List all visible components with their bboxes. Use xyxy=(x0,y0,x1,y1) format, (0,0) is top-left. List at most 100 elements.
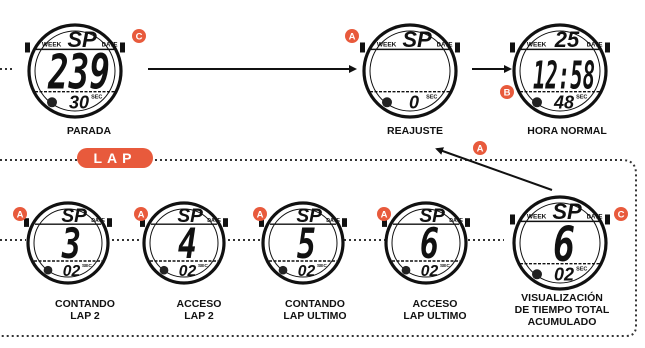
button-badge-c: C xyxy=(132,29,146,43)
button-badge-c: C xyxy=(614,207,628,221)
watch-bezel xyxy=(261,201,345,285)
label-acceso-lap2: ACCESO LAP 2 xyxy=(154,298,244,322)
stopwatch-indicator-icon xyxy=(159,265,169,275)
button-badge-circle xyxy=(473,141,487,155)
watch-top-display: SP xyxy=(296,206,322,227)
watch-top-display: SP xyxy=(61,206,87,227)
button-badge-letter: A xyxy=(477,144,484,155)
watch-side-button-right xyxy=(605,214,610,225)
button-badge-letter: B xyxy=(504,88,511,99)
sec-label: SEC xyxy=(576,267,587,273)
watch-side-button-right xyxy=(223,218,228,227)
label-contando-lap2: CONTANDO LAP 2 xyxy=(40,298,130,322)
stopwatch-indicator-icon xyxy=(43,265,53,275)
button-badge-circle xyxy=(345,29,359,43)
date-label: DATE xyxy=(587,43,603,49)
watch-top-display: SP xyxy=(402,27,432,52)
watch-inner-ring xyxy=(519,30,601,112)
lap-region-border xyxy=(0,159,637,337)
watch-sub-display: 30 xyxy=(69,93,89,113)
date-label: DATE xyxy=(91,218,105,224)
stopwatch-indicator-icon xyxy=(382,97,392,108)
label-acceso-lap-ultimo: ACCESO LAP ULTIMO xyxy=(385,298,485,322)
button-badge-letter: C xyxy=(618,210,625,221)
label-hora-normal: HORA NORMAL xyxy=(512,125,622,137)
arrow-visualizacion-to-reajuste xyxy=(435,147,553,191)
watch-side-button-left xyxy=(25,42,30,53)
label-reajuste-line: REAJUSTE xyxy=(386,125,443,137)
watch-main-display: 3 xyxy=(61,219,81,268)
date-label: DATE xyxy=(102,43,118,49)
lap-badge: LAP xyxy=(77,148,153,168)
button-badge-circle xyxy=(377,207,391,221)
watch-main-display: 4 xyxy=(178,219,197,268)
watch-top-display: SP xyxy=(177,206,203,227)
watch-inner-ring xyxy=(34,30,116,112)
stopwatch-indicator-icon xyxy=(278,265,288,275)
button-badge-circle xyxy=(614,207,628,221)
stopwatch-indicator-icon xyxy=(532,97,542,108)
watch-inner-ring xyxy=(369,30,451,112)
button-badge-a: A xyxy=(345,29,359,43)
button-badge-circle xyxy=(13,207,27,221)
button-badge-a: A xyxy=(377,207,391,221)
watch-side-button-right xyxy=(605,42,610,53)
button-badge-circle xyxy=(132,29,146,43)
watch-bezel xyxy=(512,23,608,119)
watch-sub-display: 0 xyxy=(409,93,419,113)
watch-bezel xyxy=(27,23,123,119)
watch-inner-ring xyxy=(519,202,601,284)
label-reajuste: REAJUSTE xyxy=(370,125,460,137)
watch-main-display: 5 xyxy=(297,219,316,268)
button-badge-letter: A xyxy=(257,210,264,221)
label-contando-lap-ultimo: CONTANDO LAP ULTIMO xyxy=(265,298,365,322)
button-badge-circle xyxy=(500,85,514,99)
stopwatch-indicator-icon xyxy=(532,269,542,280)
label-contando-lap2-line1: CONTANDO xyxy=(55,298,115,310)
watch-main-display: 239 xyxy=(47,44,110,100)
sec-label: SEC xyxy=(82,263,92,269)
date-label: DATE xyxy=(437,43,453,49)
date-label: DATE xyxy=(449,218,463,224)
button-badge-circle xyxy=(134,207,148,221)
label-contando-lap-ultimo-line2: LAP ULTIMO xyxy=(283,310,347,322)
label-acceso-lap-ultimo-line1: ACCESO xyxy=(412,298,458,310)
week-label: WEEK xyxy=(42,42,62,49)
button-badge-letter: A xyxy=(138,210,145,221)
button-badge-a: A xyxy=(134,207,148,221)
label-parada: PARADA xyxy=(44,125,134,137)
button-badge-b: B xyxy=(500,85,514,99)
sec-label: SEC xyxy=(198,263,208,269)
label-visualizacion: VISUALIZACIÓN DE TIEMPO TOTAL ACUMULADO xyxy=(502,292,622,328)
watch-inner-ring xyxy=(149,208,219,278)
watch-side-button-left xyxy=(360,42,365,53)
watch-sub-display: 48 xyxy=(553,93,574,113)
watch-inner-ring xyxy=(33,208,103,278)
button-badge-circle xyxy=(253,207,267,221)
date-label: DATE xyxy=(207,218,221,224)
label-acceso-lap2-line1: ACCESO xyxy=(176,298,222,310)
watch-sub-display: 02 xyxy=(63,263,81,280)
label-acceso-lap-ultimo-line2: LAP ULTIMO xyxy=(403,310,467,322)
watch-side-button-right xyxy=(455,42,460,53)
watch-bezel xyxy=(362,23,458,119)
button-badge-letter: C xyxy=(136,32,143,43)
stopwatch-indicator-icon xyxy=(47,97,57,108)
watch-side-button-right xyxy=(120,42,125,53)
label-contando-lap2-line2: LAP 2 xyxy=(70,310,100,322)
watch-sub-display: 02 xyxy=(421,263,439,280)
label-acceso-lap2-line2: LAP 2 xyxy=(184,310,214,322)
date-label: DATE xyxy=(587,215,603,221)
label-parada-line: PARADA xyxy=(66,125,112,137)
sec-label: SEC xyxy=(426,95,437,101)
watch-main-display: 6 xyxy=(420,219,439,268)
label-visualizacion-line1: VISUALIZACIÓN xyxy=(521,292,603,304)
watch-side-button-right xyxy=(107,218,112,227)
watch-side-button-right xyxy=(342,218,347,227)
